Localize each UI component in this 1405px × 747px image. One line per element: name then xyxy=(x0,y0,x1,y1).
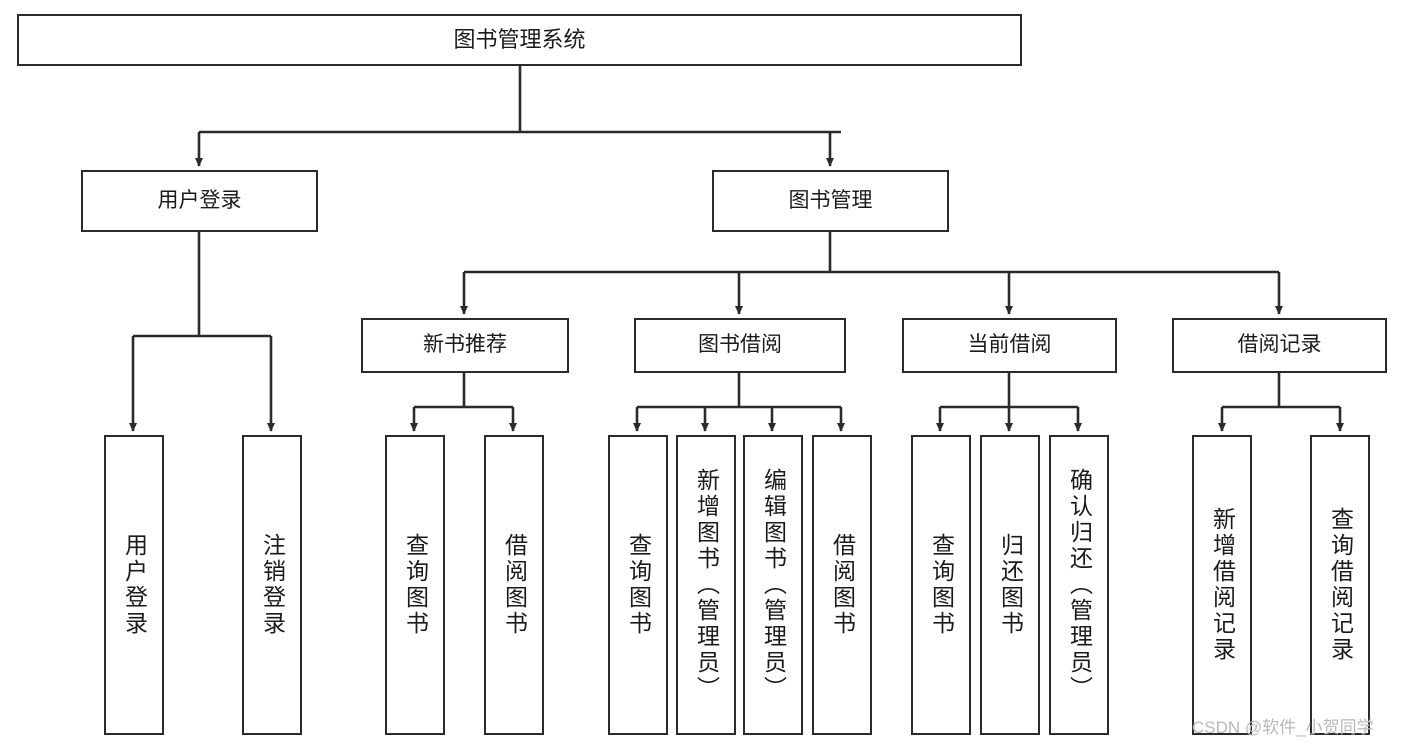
watermark: CSDN @软件_小贺同学 xyxy=(1192,718,1374,737)
leaf-user-logout[interactable]: 注销登录 xyxy=(242,435,302,735)
leaf-return-book[interactable]: 归还图书 xyxy=(980,435,1040,735)
leaf-label: 编辑图书（管理员） xyxy=(760,468,787,702)
node-label: 借阅记录 xyxy=(1237,333,1322,357)
leaf-edit-book-admin[interactable]: 编辑图书（管理员） xyxy=(743,435,803,735)
leaf-label: 注销登录 xyxy=(259,533,286,637)
leaf-query-book-new-recommend[interactable]: 查询图书 xyxy=(385,435,445,735)
leaf-query-borrow-record[interactable]: 查询借阅记录 xyxy=(1310,435,1370,735)
leaf-label: 新增图书（管理员） xyxy=(693,468,720,702)
node-current-borrow[interactable]: 当前借阅 xyxy=(902,318,1117,373)
leaf-label: 查询图书 xyxy=(402,533,429,637)
leaf-label: 借阅图书 xyxy=(501,533,528,637)
leaf-label: 查询借阅记录 xyxy=(1327,507,1354,663)
node-borrow-record[interactable]: 借阅记录 xyxy=(1172,318,1387,373)
leaf-confirm-return-admin[interactable]: 确认归还（管理员） xyxy=(1049,435,1109,735)
node-label: 当前借阅 xyxy=(967,333,1052,357)
leaf-add-borrow-record[interactable]: 新增借阅记录 xyxy=(1192,435,1252,735)
node-book-management[interactable]: 图书管理 xyxy=(712,170,949,232)
leaf-label: 查询图书 xyxy=(928,533,955,637)
node-label: 新书推荐 xyxy=(423,333,507,357)
leaf-borrow-book-new-recommend[interactable]: 借阅图书 xyxy=(484,435,544,735)
node-label: 图书管理 xyxy=(788,188,873,212)
leaf-label: 借阅图书 xyxy=(829,533,856,637)
leaf-label: 用户登录 xyxy=(121,533,148,637)
node-label: 图书管理系统 xyxy=(453,27,586,53)
node-label: 用户登录 xyxy=(157,188,242,212)
leaf-user-login[interactable]: 用户登录 xyxy=(104,435,164,735)
node-label: 图书借阅 xyxy=(698,333,782,357)
leaf-query-book-current[interactable]: 查询图书 xyxy=(911,435,971,735)
leaf-label: 查询图书 xyxy=(625,533,652,637)
leaf-label: 新增借阅记录 xyxy=(1209,507,1236,663)
leaf-borrow-book[interactable]: 借阅图书 xyxy=(812,435,872,735)
node-user-login[interactable]: 用户登录 xyxy=(81,170,318,232)
leaf-label: 归还图书 xyxy=(997,533,1024,637)
node-root-book-management-system[interactable]: 图书管理系统 xyxy=(17,14,1022,66)
leaf-query-book-borrow[interactable]: 查询图书 xyxy=(608,435,668,735)
node-book-borrow[interactable]: 图书借阅 xyxy=(634,318,846,373)
leaf-add-book-admin[interactable]: 新增图书（管理员） xyxy=(676,435,736,735)
node-new-book-recommend[interactable]: 新书推荐 xyxy=(361,318,569,373)
leaf-label: 确认归还（管理员） xyxy=(1066,468,1093,702)
